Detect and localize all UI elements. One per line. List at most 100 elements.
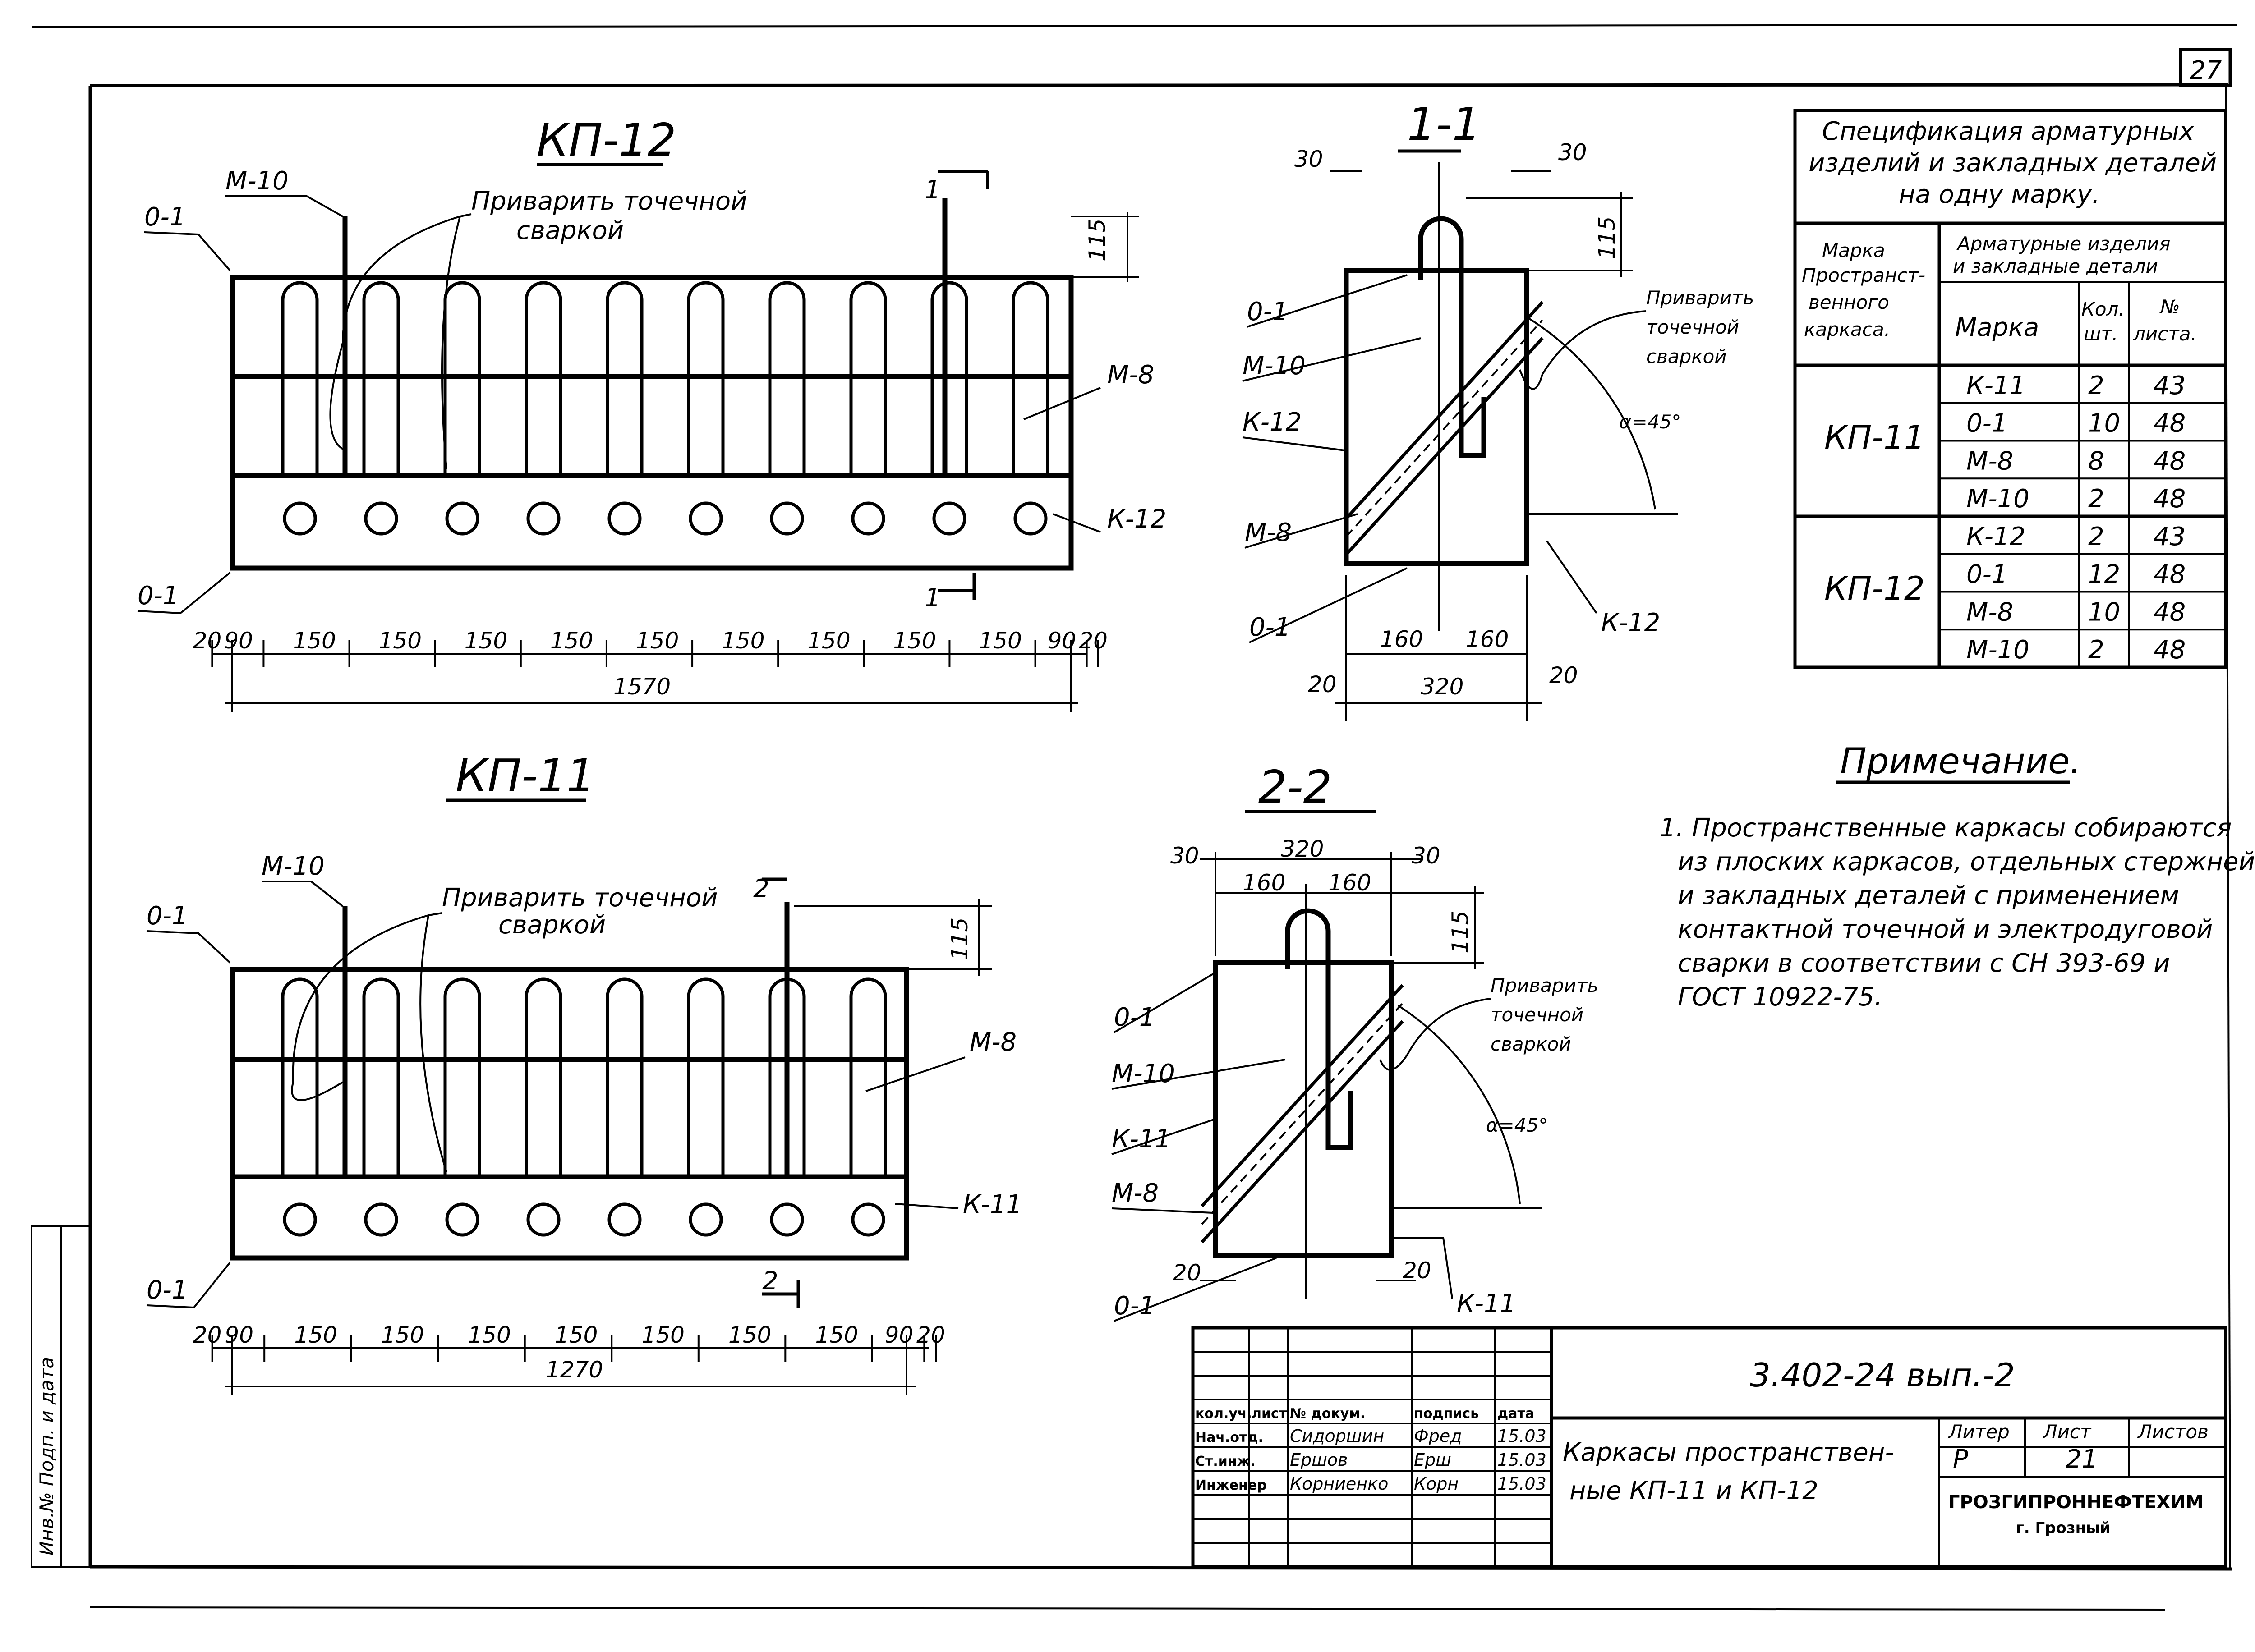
section-1-1: 1-1 30 30 115 160 160 320 20 20 0-1 М-10… (1242, 98, 1754, 721)
spec-cell-mark: К-12 (1966, 522, 2025, 551)
spec-cell-sheet: 48 (2154, 409, 2186, 438)
sec22-angle: α=45° (1486, 1114, 1548, 1136)
sec11-weld-note-1: Приварить (1646, 287, 1754, 309)
sec11-weld-note-2: точечной (1646, 316, 1739, 338)
sec11-dim-half-left: 160 (1380, 626, 1423, 652)
spec-title-3: на одну марку. (1899, 180, 2100, 209)
sec11-dim-width: 320 (1421, 674, 1463, 700)
dim-value: 20 (193, 1322, 222, 1348)
title-block-staff-cell: Сидоршин (1290, 1426, 1384, 1446)
loop-bar (1012, 281, 1049, 476)
sec11-dim-top-left: 30 (1294, 146, 1323, 172)
note-line-6: ГОСТ 10922-75. (1678, 982, 1882, 1012)
sec22-dim-width: 320 (1281, 836, 1324, 862)
side-stamp: Инв.№ Подп. и дата (31, 1225, 91, 1568)
kp11-weld-note-2: сваркой (498, 910, 606, 940)
loop-bar (525, 977, 562, 1177)
dim-value: 20 (193, 628, 222, 654)
dim-value: 150 (379, 628, 422, 654)
loop-eye (770, 501, 804, 536)
sec11-label-o1-bottom: 0-1 (1249, 613, 1290, 642)
note-heading: Примечание. (1840, 741, 2081, 782)
note-block: Примечание. 1. Пространственные каркасы … (1660, 741, 2255, 1012)
sec11-label-k12-right: К-12 (1601, 608, 1660, 638)
kp11-frame (230, 967, 909, 1261)
sec22-label-k11-right: К-11 (1457, 1289, 1516, 1318)
title-block-col-header: лист (1252, 1406, 1287, 1422)
title-block-staff-cell: Корниенко (1290, 1474, 1388, 1494)
tb-sheet: 21 (2066, 1445, 2098, 1474)
dim-value: 90 (225, 1322, 253, 1348)
tb-city: г. Грозный (2016, 1519, 2111, 1537)
title-block-staff-cell: 15.03 (1497, 1426, 1546, 1446)
spec-cell-mark: К-11 (1966, 371, 2025, 400)
spec-cell-sheet: 48 (2154, 484, 2186, 514)
spec-cell-mark: М-10 (1966, 635, 2030, 665)
title-block-staff-cell: Ерш (1414, 1450, 1451, 1470)
spec-header-mark: Марка (1955, 313, 2039, 342)
dim-value: 90 (885, 1322, 914, 1348)
spec-header-qty-2: шт. (2084, 323, 2118, 345)
title-block-col-header: дата (1497, 1406, 1534, 1422)
loop-eye (770, 1202, 804, 1237)
spec-cell-qty: 12 (2088, 560, 2120, 589)
loop-eye (283, 501, 317, 536)
sec22-label-k11-left: К-11 (1112, 1124, 1171, 1154)
tb-liter-label: Литер (1947, 1421, 2010, 1443)
spec-cell-qty: 10 (2088, 409, 2120, 438)
spec-header-sheet-2: листа. (2133, 323, 2197, 345)
view-kp12: КП-12 1 1 115 0-1 М-10 Приварить точечно… (137, 114, 1166, 712)
spec-header-qty-1: Кол. (2081, 298, 2125, 320)
kp12-overall-dim: 1570 (613, 674, 671, 700)
loop-eye (1013, 501, 1048, 536)
sec22-weld-note-3: сваркой (1491, 1033, 1571, 1055)
kp12-title: КП-12 (537, 114, 676, 166)
loop-bar (281, 977, 319, 1177)
title-block-col-header: подпись (1414, 1406, 1479, 1422)
sec11-dim-height: 115 (1594, 216, 1620, 259)
sec22-dim-side-left: 20 (1173, 1260, 1201, 1286)
dim-value: 150 (893, 628, 936, 654)
spec-table: Спецификация арматурных изделий и заклад… (1793, 109, 2227, 669)
dim-value: 150 (636, 628, 679, 654)
loop-eye (689, 501, 723, 536)
spec-cell-sheet: 48 (2154, 597, 2186, 627)
dim-value: 150 (728, 1322, 771, 1348)
loop-bar (930, 281, 968, 476)
loop-bar (606, 977, 644, 1177)
tb-liter: Р (1953, 1445, 1968, 1474)
loop-bar (606, 281, 644, 476)
loop-eye (932, 501, 966, 536)
tb-org: ГРОЗГИПРОННЕФТЕХИМ (1948, 1492, 2204, 1513)
kp11-label-k11: К-11 (963, 1190, 1022, 1219)
spec-header-group-1: Арматурные изделия (1956, 233, 2171, 255)
dim-value: 150 (555, 1322, 598, 1348)
kp11-label-o1-top: 0-1 (147, 901, 188, 931)
spec-header-col1-4: каркаса. (1804, 318, 1890, 340)
title-block-row-lines (1193, 1351, 1551, 1544)
loop-bar (443, 281, 481, 476)
spec-title-1: Спецификация арматурных (1822, 117, 2195, 146)
dim-value: 150 (293, 628, 336, 654)
loop-bar (687, 977, 725, 1177)
sheet-frame (31, 24, 2237, 1611)
spec-header-sheet-1: № (2159, 296, 2180, 318)
spec-cell-mark: М-8 (1966, 446, 2013, 476)
kp12-frame (230, 275, 1074, 571)
title-block-staff-cell: 15.03 (1497, 1450, 1546, 1470)
spec-header-col1-1: Марка (1822, 239, 1885, 262)
kp12-label-m10: М-10 (226, 166, 289, 196)
dim-value: 150 (550, 628, 593, 654)
dim-value: 150 (979, 628, 1022, 654)
kp12-label-m8: М-8 (1107, 360, 1154, 390)
note-line-3: и закладных деталей с применением (1678, 881, 2179, 910)
kp11-sec-bottom: 2 (762, 1267, 778, 1296)
loop-eye (526, 501, 561, 536)
dim-value: 150 (807, 628, 850, 654)
spec-cell-sheet: 48 (2154, 560, 2186, 589)
title-block-staff-cell: Корн (1414, 1474, 1459, 1494)
dim-value: 150 (468, 1322, 511, 1348)
kp11-sec-top: 2 (753, 874, 769, 904)
